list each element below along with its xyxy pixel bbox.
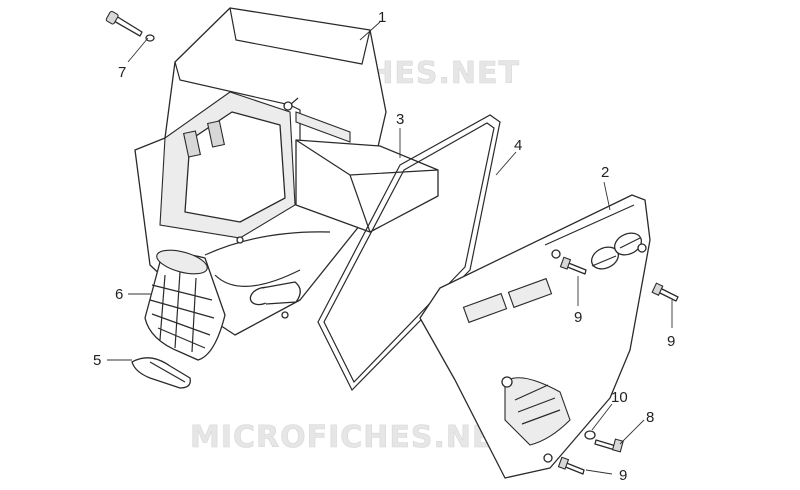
callout-3: 3 bbox=[396, 111, 404, 128]
hose-clamp bbox=[131, 357, 191, 389]
leader-8 bbox=[619, 419, 645, 445]
callout-1: 1 bbox=[378, 9, 386, 26]
air-box-housing bbox=[134, 7, 387, 336]
leader-4 bbox=[495, 151, 517, 176]
leader-1 bbox=[359, 21, 381, 41]
side-cover bbox=[419, 194, 651, 479]
leader-9c bbox=[585, 469, 613, 475]
screw-part-7 bbox=[105, 10, 155, 42]
callout-4: 4 bbox=[514, 137, 522, 154]
watermark-bottom: MICROFICHES.NET bbox=[190, 420, 515, 455]
bolt-part-9-right bbox=[651, 282, 679, 302]
callout-5: 5 bbox=[93, 352, 101, 369]
washer-part-10 bbox=[584, 430, 596, 440]
bolt-part-9-upper bbox=[559, 256, 587, 275]
leader-10 bbox=[591, 403, 613, 431]
callout-9-bottom: 9 bbox=[619, 467, 627, 484]
callout-2: 2 bbox=[601, 164, 609, 181]
bolt-part-8 bbox=[594, 438, 624, 453]
callout-6: 6 bbox=[115, 286, 123, 303]
callout-8: 8 bbox=[646, 409, 654, 426]
intake-boot bbox=[144, 249, 226, 361]
leader-2 bbox=[603, 181, 611, 211]
callout-9-right: 9 bbox=[667, 333, 675, 350]
gasket-seal bbox=[317, 114, 501, 392]
leader-7 bbox=[127, 37, 149, 63]
callout-9-upper: 9 bbox=[574, 309, 582, 326]
bolt-part-9-bottom bbox=[557, 456, 585, 475]
callout-10: 10 bbox=[611, 389, 628, 406]
callout-7: 7 bbox=[118, 64, 126, 81]
